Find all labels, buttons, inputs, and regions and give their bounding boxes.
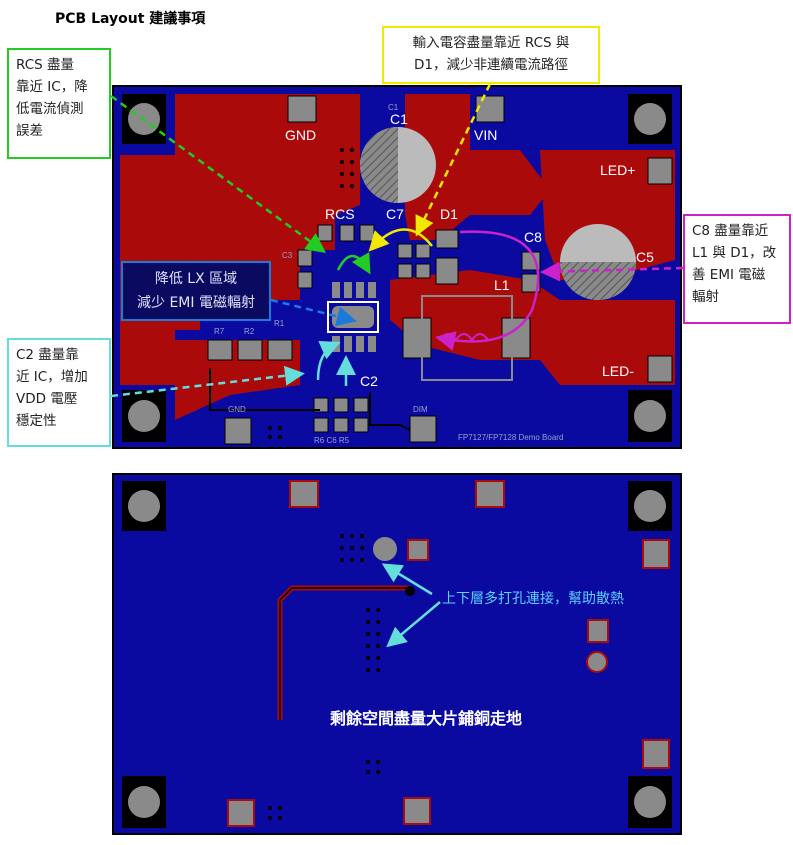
bottom-pcb-board: 上下層多打孔連接，幫助散熱 剩餘空間盡量大片鋪銅走地: [112, 473, 682, 835]
rcs-callout: RCS 盡量 靠近 IC，降 低電流偵測 誤差: [7, 48, 111, 159]
vin-copper: [405, 94, 550, 240]
lx-callout-line: 降低 LX 區域: [154, 271, 238, 287]
cyan-loop-arrow: [316, 340, 341, 381]
c1-capacitor: [360, 127, 436, 203]
rcs-callout-line: 靠近 IC，降: [16, 79, 88, 95]
l1-inductor-outline: [421, 295, 513, 381]
c2-callout-line: 穩定性: [16, 413, 57, 429]
label-rcs: RCS: [325, 206, 355, 222]
silk-r2: R2: [244, 327, 255, 336]
silk-r7: R7: [214, 327, 225, 336]
label-c2: C2: [360, 373, 378, 389]
c8-callout-line: 輻射: [692, 289, 719, 305]
pads: [207, 95, 673, 445]
top-vias: [268, 148, 354, 439]
label-c7: C7: [386, 206, 404, 222]
silk-r1: R1: [274, 319, 285, 328]
label-led-minus: LED-: [602, 363, 634, 379]
c8-callout-line: 善 EMI 電磁: [692, 267, 766, 283]
lx-callout: 降低 LX 區域 減少 EMI 電磁輻射: [121, 261, 271, 321]
label-l1: L1: [494, 277, 510, 293]
rcs-leader: [110, 94, 327, 253]
ground-note: 剩餘空間盡量大片鋪銅走地: [330, 709, 522, 728]
c2-callout-line: C2 盡量靠: [16, 347, 79, 363]
label-d1: D1: [440, 206, 458, 222]
c2-callout: C2 盡量靠 近 IC，增加 VDD 電壓 穩定性: [7, 338, 111, 447]
label-c1: C1: [390, 111, 408, 127]
c8-callout: C8 盡量靠近 L1 與 D1，改 善 EMI 電磁 輻射: [683, 214, 791, 324]
label-vin: VIN: [474, 127, 497, 143]
label-gnd: GND: [285, 127, 316, 143]
silk-dim: DIM: [413, 405, 428, 414]
lx-callout-line: 減少 EMI 電磁輻射: [137, 295, 255, 311]
silk-c3: C3: [282, 251, 293, 260]
rcs-callout-line: 低電流偵測: [16, 101, 84, 117]
label-led-plus: LED+: [600, 162, 635, 178]
c8-callout-line: L1 與 D1，改: [692, 245, 777, 261]
mounting-holes: [122, 94, 672, 442]
sw-copper: [390, 270, 675, 385]
rcs-callout-line: 誤差: [16, 123, 43, 139]
input-leader: [415, 83, 492, 237]
label-c8: C8: [524, 229, 542, 245]
page-title: PCB Layout 建議事項: [55, 11, 206, 27]
label-c5: C5: [636, 249, 654, 265]
yellow-loop-arrow: [368, 228, 433, 252]
lx-leader: [270, 298, 357, 327]
silk-bottom-row: R6 C6 R5: [314, 436, 350, 445]
c2-leader: [110, 365, 305, 398]
silk-gnd: GND: [228, 405, 246, 414]
green-loop-arrow: [336, 252, 371, 275]
c2-callout-line: VDD 電壓: [16, 391, 78, 407]
input-callout-line: 輸入電容盡量靠近 RCS 與: [412, 35, 570, 51]
c2-callout-line: 近 IC，增加: [16, 369, 88, 385]
top-traces: [209, 368, 411, 431]
magenta-loop-arrow: [435, 230, 540, 351]
via-note: 上下層多打孔連接，幫助散熱: [442, 590, 624, 606]
input-cap-callout: 輸入電容盡量靠近 RCS 與 D1，減少非連續電流路徑: [382, 26, 600, 84]
silk-c1: C1: [388, 103, 399, 112]
c5-capacitor: [560, 224, 636, 300]
rcs-callout-line: RCS 盡量: [16, 57, 74, 73]
input-callout-line: D1，減少非連續電流路徑: [414, 57, 568, 73]
c8-callout-line: C8 盡量靠近: [692, 223, 769, 239]
silk-board-name: FP7127/FP7128 Demo Board: [458, 433, 563, 442]
